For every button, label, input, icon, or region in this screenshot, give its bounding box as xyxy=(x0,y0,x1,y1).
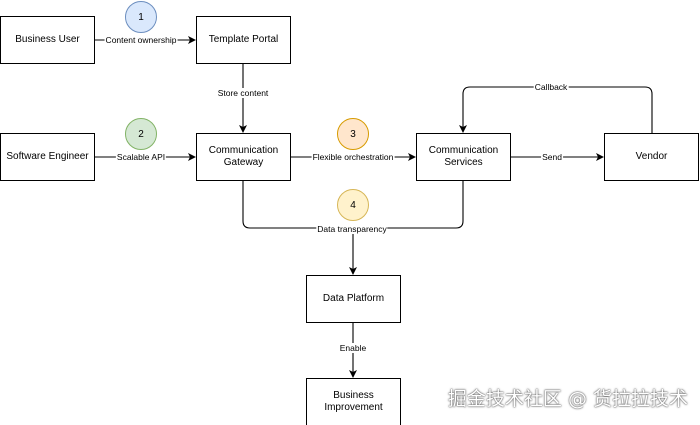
node-data-platform: Data Platform xyxy=(306,275,401,323)
watermark: 掘金技术社区 @ 货拉拉技术 xyxy=(447,388,688,410)
node-label: Communication Gateway xyxy=(208,145,279,168)
edge-callback xyxy=(459,86,653,133)
node-communication-services: Communication Services xyxy=(416,133,511,181)
node-communication-gateway: Communication Gateway xyxy=(196,133,291,181)
step-marker-4: 4 xyxy=(337,189,369,221)
step-marker-2: 2 xyxy=(125,118,157,150)
edge-label-enable: Enable xyxy=(338,343,368,353)
edge-label-data-transparency: Data transparency xyxy=(316,224,388,234)
node-vendor: Vendor xyxy=(604,133,699,181)
marker-label: 4 xyxy=(350,199,356,211)
node-label: Software Engineer xyxy=(6,151,89,162)
edge-label-callback: Callback xyxy=(533,82,569,92)
node-business-user: Business User xyxy=(0,16,95,64)
node-template-portal: Template Portal xyxy=(196,16,291,64)
node-label: Data Platform xyxy=(322,293,385,304)
node-label: Communication Services xyxy=(428,145,499,168)
node-label: Business Improvement xyxy=(324,390,383,413)
marker-label: 1 xyxy=(138,11,144,23)
node-label: Business User xyxy=(15,34,80,45)
edge-label-scalable-api: Scalable API xyxy=(115,152,167,162)
step-marker-1: 1 xyxy=(125,1,157,33)
edge-label-content-ownership: Content ownership xyxy=(104,35,178,45)
node-label: Template Portal xyxy=(208,34,279,45)
edge-label-send: Send xyxy=(541,152,563,162)
marker-label: 3 xyxy=(350,128,356,140)
node-business-improvement: Business Improvement xyxy=(306,378,401,425)
node-software-engineer: Software Engineer xyxy=(0,133,95,181)
marker-label: 2 xyxy=(138,128,144,140)
edge-label-store-content: Store content xyxy=(216,88,270,98)
node-label: Vendor xyxy=(635,151,668,162)
step-marker-3: 3 xyxy=(337,118,369,150)
edge-label-flexible-orchestration: Flexible orchestration xyxy=(311,152,395,162)
